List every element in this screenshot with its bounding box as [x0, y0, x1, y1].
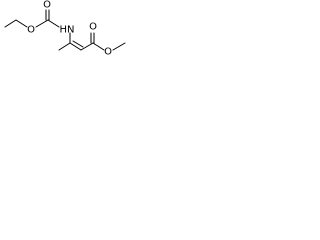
chemical-structure: O O HN O O: [4, 0, 126, 58]
bond-ester-c-o: [92, 42, 105, 51]
bond-layer: [4, 9, 126, 51]
atom-label-layer: O O HN O O: [27, 0, 112, 58]
atom-ester-oxygen-right: O: [104, 47, 112, 58]
atom-carbonyl-oxygen-left: O: [43, 0, 51, 11]
atom-ester-oxygen-left: O: [27, 25, 35, 36]
bond-c3-c2-double-a: [69, 42, 82, 51]
bond-ethyl-ch2-o: [15, 19, 28, 28]
bond-o-methyl: [112, 42, 126, 51]
atom-amine: HN: [60, 25, 75, 36]
bond-o-carbamate-c: [35, 19, 49, 28]
bond-c3-c2-double-b: [72, 40, 84, 48]
bond-carbamate-c-n: [47, 19, 60, 28]
atom-carbonyl-oxygen-right: O: [89, 22, 97, 33]
bond-ethyl-ch3-ch2: [4, 19, 17, 28]
bond-c2-ester-c: [80, 42, 94, 51]
bond-c3-methyl: [58, 42, 71, 51]
